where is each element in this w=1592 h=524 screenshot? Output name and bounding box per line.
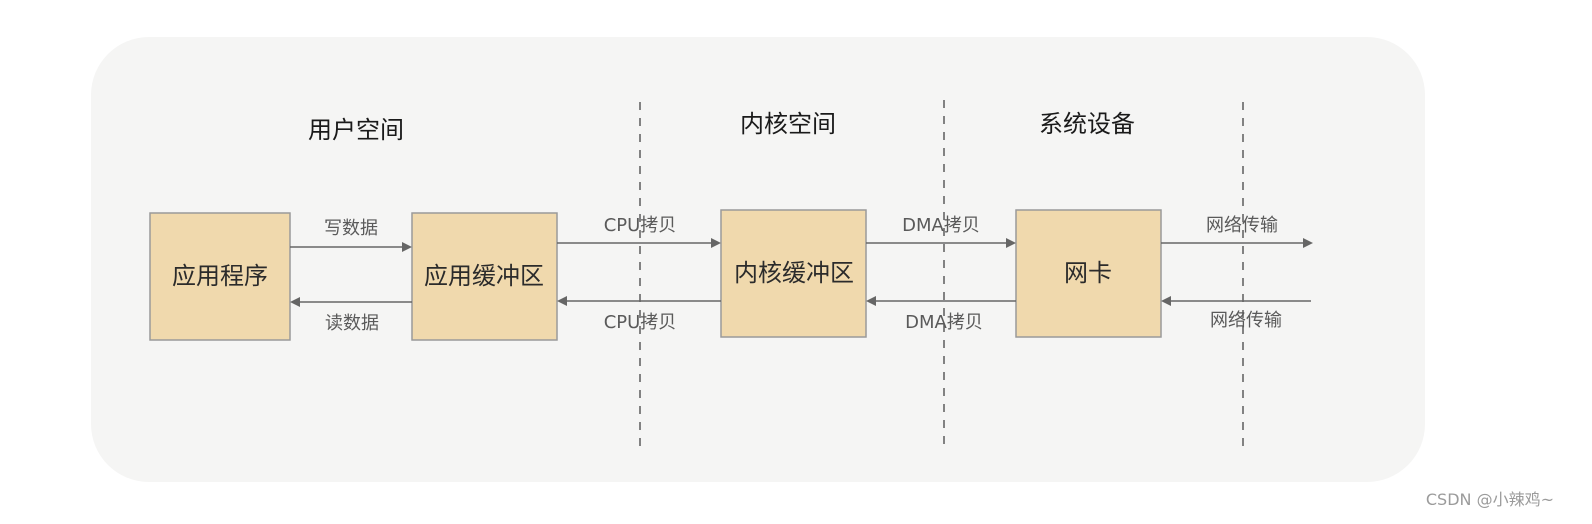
watermark: CSDN @小辣鸡~ [1425,490,1554,509]
arrowhead-net-in [1161,296,1171,306]
box-label-nic: 网卡 [1064,259,1112,287]
edge-label-cpu-copy-in: CPU拷贝 [604,312,677,333]
arrowhead-dma-copy-in [866,296,876,306]
edge-label-dma-copy-in: DMA拷贝 [905,312,983,333]
region-title-kernel-space: 内核空间 [740,110,836,138]
edge-label-write-data: 写数据 [324,218,378,239]
arrowhead-net-out [1303,238,1313,248]
box-app-buffer [411,212,558,341]
region-title-user-space: 用户空间 [308,116,404,144]
edge-label-net-out: 网络传输 [1206,215,1278,236]
box-nic [1015,209,1162,338]
arrowhead-write-data [402,242,412,252]
region-title-system-devices: 系统设备 [1039,110,1135,138]
edge-label-read-data: 读数据 [325,313,379,334]
arrowhead-dma-copy-out [1006,238,1016,248]
arrowhead-cpu-copy-out [711,238,721,248]
box-label-kernel-buffer: 内核缓冲区 [734,259,854,287]
arrowhead-read-data [290,297,300,307]
arrowhead-cpu-copy-in [557,296,567,306]
edge-label-dma-copy-out: DMA拷贝 [902,215,980,236]
box-kernel-buffer [720,209,867,338]
edge-label-net-in: 网络传输 [1210,310,1282,331]
box-app-program [149,212,291,341]
edge-label-cpu-copy-out: CPU拷贝 [604,215,677,236]
box-label-app-program: 应用程序 [172,262,268,290]
box-label-app-buffer: 应用缓冲区 [424,262,544,290]
